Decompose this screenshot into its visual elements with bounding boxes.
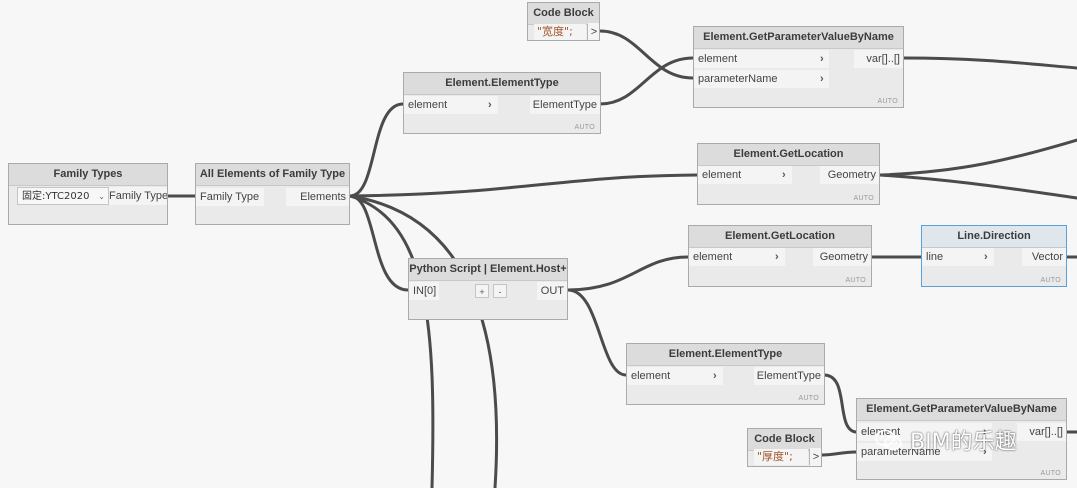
output-port-elementtype[interactable]: ElementType: [754, 367, 824, 385]
wire-elements-down-2: [348, 194, 499, 488]
wire-elements-to-elementtype-top: [348, 102, 405, 198]
element-elementtype-node[interactable]: Element.ElementType element › ElementTyp…: [403, 72, 601, 134]
wire-codeblock-to-paramname: [598, 29, 695, 80]
port-label: element: [631, 370, 671, 382]
chevron-right-icon: ›: [983, 446, 987, 458]
node-title: Element.ElementType: [627, 344, 824, 366]
element-getlocation-node[interactable]: Element.GetLocation element › Geometry A…: [697, 143, 880, 205]
wire-geometry-out-1: [878, 138, 1077, 177]
element-getlocation-node[interactable]: Element.GetLocation element › Geometry A…: [688, 225, 872, 287]
chevron-right-icon: ›: [775, 251, 779, 263]
node-title: Element.ElementType: [404, 73, 600, 95]
wire-python-to-getlocation-2: [566, 255, 690, 292]
output-port[interactable]: >: [810, 448, 821, 466]
output-port-geometry[interactable]: Geometry: [820, 166, 879, 184]
lacing-label: AUTO: [877, 98, 898, 105]
chevron-down-icon: ⌄: [98, 192, 105, 201]
lacing-label: AUTO: [853, 195, 874, 202]
output-port-out[interactable]: OUT: [537, 282, 567, 300]
get-parameter-value-by-name-node[interactable]: Element.GetParameterValueByName element …: [693, 26, 904, 108]
chevron-right-icon: ›: [713, 370, 717, 382]
chevron-right-icon: ›: [782, 169, 786, 181]
lacing-label: AUTO: [798, 395, 819, 402]
node-title: Code Block: [528, 3, 599, 25]
all-elements-of-family-type-node[interactable]: All Elements of Family Type Family Type …: [195, 163, 350, 225]
family-type-dropdown[interactable]: 固定:YTC2020 ⌄: [17, 187, 109, 205]
divider: [587, 24, 588, 40]
chevron-right-icon: ›: [984, 251, 988, 263]
port-label: element: [702, 169, 742, 181]
input-port-parametername[interactable]: parameterName ›: [857, 443, 992, 461]
wechat-icon: [875, 429, 902, 451]
output-port-geometry[interactable]: Geometry: [813, 248, 871, 266]
node-title: Python Script | Element.Host+: [409, 259, 567, 281]
node-title: Family Types: [9, 164, 167, 186]
port-label: parameterName: [861, 446, 941, 458]
output-port-var[interactable]: var[]..[]: [854, 50, 903, 68]
input-port-element[interactable]: element ›: [689, 248, 785, 266]
code-editor[interactable]: "宽度";: [534, 24, 586, 40]
output-port-elements[interactable]: Elements: [286, 188, 349, 206]
input-port-element[interactable]: element ›: [698, 166, 792, 184]
add-input-button[interactable]: +: [475, 284, 489, 298]
wire-geometry-out-1b: [878, 173, 1077, 200]
get-parameter-value-by-name-node[interactable]: Element.GetParameterValueByName element …: [856, 398, 1067, 480]
wire-elementtype-to-param-bottom: [822, 373, 858, 434]
wire-elements-down-1: [348, 194, 435, 488]
code-editor[interactable]: "厚度";: [754, 449, 808, 465]
family-types-node[interactable]: Family Types 固定:YTC2020 ⌄ Family Type: [8, 163, 168, 225]
chevron-right-icon: ›: [983, 426, 987, 438]
port-label: line: [926, 251, 944, 263]
port-label: element: [698, 53, 738, 65]
port-label: element: [693, 251, 733, 263]
divider: [809, 449, 810, 465]
remove-input-button[interactable]: -: [493, 284, 507, 298]
output-port-var[interactable]: var[]..[]: [1017, 423, 1066, 441]
node-title: All Elements of Family Type: [196, 164, 349, 186]
wire-elements-to-getlocation-1: [348, 173, 699, 198]
input-port-in0[interactable]: IN[0]: [409, 282, 439, 300]
output-port-vector[interactable]: Vector: [1022, 248, 1066, 266]
lacing-label: AUTO: [845, 277, 866, 284]
python-script-node[interactable]: Python Script | Element.Host+ IN[0] + - …: [408, 258, 568, 320]
lacing-label: AUTO: [1040, 470, 1061, 477]
input-port-family-type[interactable]: Family Type: [196, 188, 264, 206]
lacing-label: AUTO: [574, 124, 595, 131]
code-block-node[interactable]: Code Block "宽度"; >: [527, 2, 600, 41]
watermark-text: BIM的乐趣: [910, 430, 1017, 455]
node-title: Element.GetParameterValueByName: [857, 399, 1066, 421]
input-port-element[interactable]: element ›: [404, 96, 498, 114]
port-label: parameterName: [698, 73, 778, 85]
dropdown-value: 固定:YTC2020: [22, 191, 90, 202]
node-title: Element.GetParameterValueByName: [694, 27, 903, 49]
wire-codeblock-bottom-to-param: [820, 450, 858, 457]
input-port-line[interactable]: line ›: [922, 248, 994, 266]
input-port-parametername[interactable]: parameterName ›: [694, 70, 829, 88]
element-elementtype-node[interactable]: Element.ElementType element › ElementTyp…: [626, 343, 825, 405]
wire-param-out-top: [902, 56, 1077, 70]
port-label: element: [408, 99, 448, 111]
output-port-family-type[interactable]: Family Type: [109, 187, 167, 205]
input-port-element[interactable]: element ›: [694, 50, 829, 68]
output-port-elementtype[interactable]: ElementType: [530, 96, 600, 114]
wire-elementtype-to-element: [598, 56, 695, 106]
lacing-label: AUTO: [1040, 277, 1061, 284]
code-block-node[interactable]: Code Block "厚度"; >: [747, 428, 822, 467]
output-port[interactable]: >: [588, 23, 599, 40]
node-title: Element.GetLocation: [698, 144, 879, 166]
input-port-element[interactable]: element ›: [627, 367, 723, 385]
node-title: Line.Direction: [922, 226, 1066, 248]
chevron-right-icon: ›: [820, 53, 824, 65]
chevron-right-icon: ›: [820, 73, 824, 85]
line-direction-node[interactable]: Line.Direction line › Vector AUTO: [921, 225, 1067, 287]
node-title: Element.GetLocation: [689, 226, 871, 248]
wire-python-to-elementtype-bottom: [566, 288, 628, 377]
chevron-right-icon: ›: [488, 99, 492, 111]
